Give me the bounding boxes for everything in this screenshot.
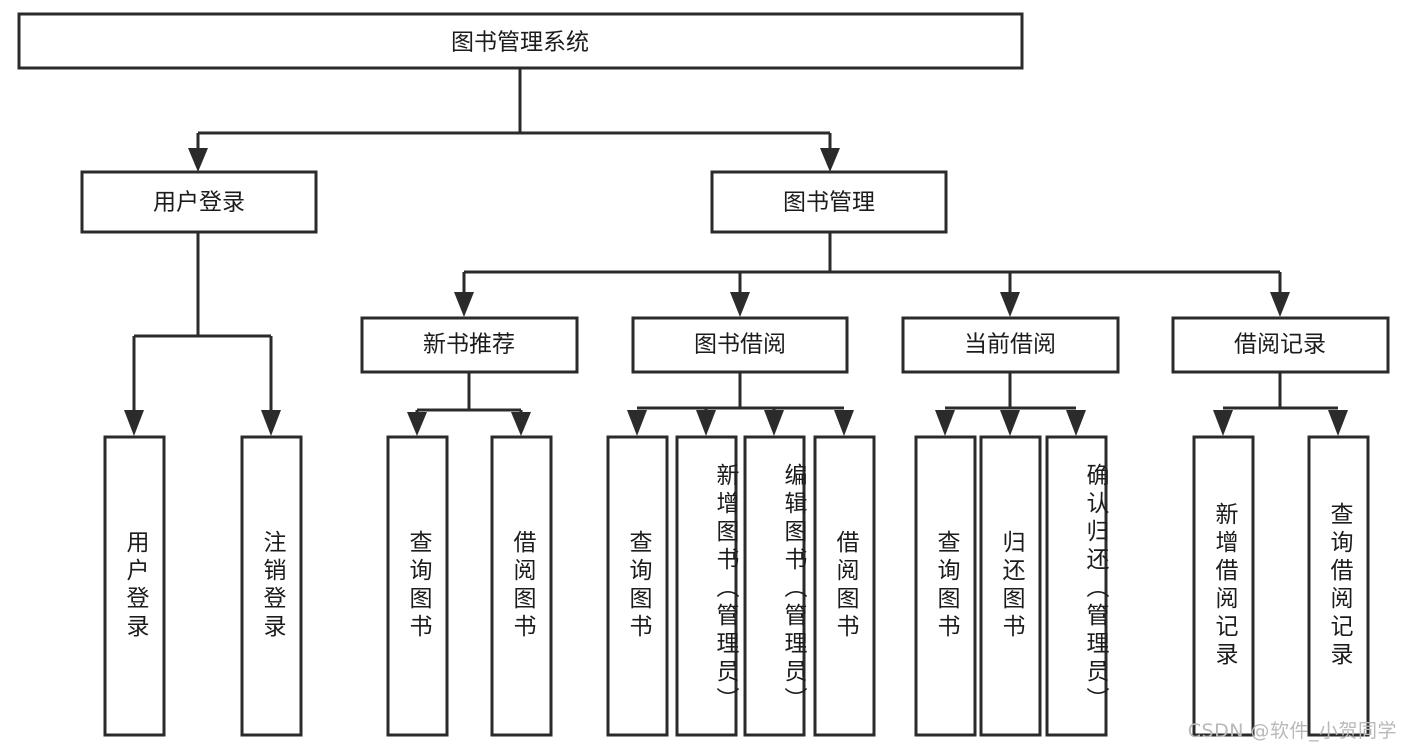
node-book-management[interactable]: 图书管理 (710, 170, 948, 234)
leaf-boxes-new-book-recommend (386, 435, 553, 737)
arrow-head-l3-2 (1000, 292, 1020, 317)
leaf-box-current-borrow-1[interactable] (979, 435, 1042, 737)
node-borrow-record-box[interactable] (1171, 316, 1390, 374)
arrow-head-borrow-record-leaf-1 (1328, 410, 1348, 436)
leaf-box-current-borrow-2[interactable] (1045, 435, 1108, 737)
node-user-login-box[interactable] (80, 170, 318, 234)
node-book-management-box[interactable] (710, 170, 948, 234)
node-root-label: 图书管理系统 (451, 30, 589, 56)
arrow-head-book-borrow-leaf-0 (627, 410, 647, 436)
node-user-login-label: 用户登录 (153, 190, 245, 216)
connector-group-user-login (124, 232, 281, 436)
leaf-boxes-borrow-record (1192, 435, 1370, 737)
leaf-box-book-borrow-1[interactable] (675, 435, 738, 737)
arrow-head-book-borrow-leaf-2 (764, 410, 784, 436)
node-book-borrow-label: 图书借阅 (694, 332, 786, 358)
connector-group-book-borrow (627, 373, 854, 436)
node-current-borrow[interactable]: 当前借阅 (901, 316, 1120, 374)
leaf-box-new-book-1[interactable] (490, 435, 553, 737)
arrow-head-borrow-record-leaf-0 (1213, 410, 1233, 436)
arrow-head-book-borrow-leaf-1 (696, 410, 716, 436)
arrow-head-new-book-leaf-1 (511, 412, 531, 436)
node-book-management-label: 图书管理 (783, 190, 875, 216)
connector-group-borrow-record (1213, 373, 1348, 436)
connector-group-current-borrow (935, 373, 1086, 436)
leaf-box-user-login-0[interactable] (103, 435, 166, 737)
node-book-borrow-box[interactable] (631, 316, 849, 374)
node-new-book-recommend-box[interactable] (360, 316, 579, 374)
connector-group-new-book (407, 373, 531, 436)
arrow-head-book-borrow-leaf-3 (834, 410, 854, 436)
node-root[interactable]: 图书管理系统 (17, 12, 1024, 70)
leaf-box-borrow-record-1[interactable] (1307, 435, 1370, 737)
node-root-box[interactable] (17, 12, 1024, 70)
leaf-boxes-book-borrow (606, 435, 876, 737)
arrow-head-current-borrow-leaf-2 (1066, 410, 1086, 436)
connector-group-root (188, 68, 840, 172)
arrow-head-book-mgmt (820, 148, 840, 172)
arrow-head-l3-0 (454, 292, 474, 317)
node-borrow-record-label: 借阅记录 (1234, 332, 1326, 358)
arrow-head-user-login (188, 148, 208, 172)
arrow-head-current-borrow-leaf-1 (1000, 410, 1020, 436)
node-user-login[interactable]: 用户登录 (80, 170, 318, 234)
leaf-boxes-user-login (103, 435, 303, 737)
leaf-box-user-login-1[interactable] (240, 435, 303, 737)
connector-group-book-mgmt (454, 232, 1290, 317)
node-current-borrow-label: 当前借阅 (964, 332, 1056, 358)
arrow-head-leaf-user-login-1 (261, 410, 281, 436)
arrow-head-current-borrow-leaf-0 (935, 410, 955, 436)
node-new-book-recommend-label: 新书推荐 (423, 332, 515, 358)
leaf-box-current-borrow-0[interactable] (914, 435, 977, 737)
node-book-borrow[interactable]: 图书借阅 (631, 316, 849, 374)
arrow-head-new-book-leaf-0 (407, 412, 427, 436)
arrow-head-l3-1 (730, 292, 750, 317)
arrow-head-l3-3 (1270, 292, 1290, 317)
node-borrow-record[interactable]: 借阅记录 (1171, 316, 1390, 374)
leaf-boxes-current-borrow (914, 435, 1108, 737)
node-new-book-recommend[interactable]: 新书推荐 (360, 316, 579, 374)
leaf-box-borrow-record-0[interactable] (1192, 435, 1255, 737)
leaf-box-book-borrow-0[interactable] (606, 435, 669, 737)
node-current-borrow-box[interactable] (901, 316, 1120, 374)
watermark-label: CSDN @软件_小贺同学 (1187, 720, 1397, 742)
arrow-head-leaf-user-login-0 (124, 410, 144, 436)
leaf-box-new-book-0[interactable] (386, 435, 449, 737)
leaf-box-book-borrow-2[interactable] (743, 435, 806, 737)
leaf-box-book-borrow-3[interactable] (813, 435, 876, 737)
